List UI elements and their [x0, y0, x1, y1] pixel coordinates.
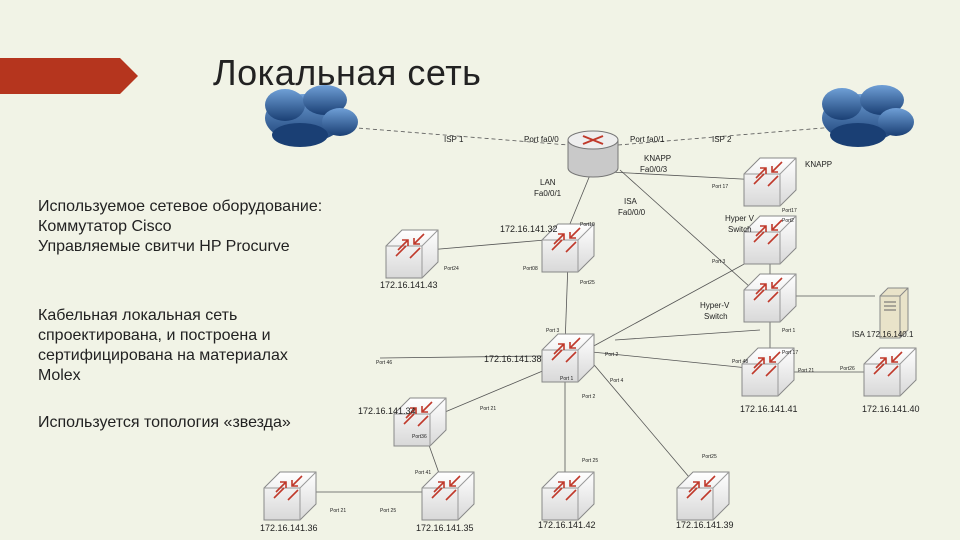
label-isp1: ISP 1 — [444, 135, 464, 144]
switch-icon-141-35 — [421, 471, 475, 521]
switch-icon-141-39 — [676, 471, 730, 521]
port-label: Port25 — [702, 454, 717, 460]
switch-icon-141-36 — [263, 471, 317, 521]
cabling-line-2: спроектирована, и построена и — [38, 327, 271, 344]
port-label: Port 17 — [782, 350, 798, 356]
ip-label: 172.16.141.41 — [740, 404, 798, 414]
title-accent-bar — [0, 58, 138, 94]
port-label: Port2 — [782, 218, 794, 224]
cabling-line-1: Кабельная локальная сеть — [38, 307, 238, 324]
ip-label: 172.16.141.32 — [500, 224, 558, 234]
label-hyperv1-2: Switch — [728, 225, 752, 234]
port-label: Port 2 — [605, 352, 619, 358]
label-port-fa00: Port fa0/0 — [524, 135, 559, 144]
label-knapp-fa03-1: KNAPP — [644, 154, 671, 163]
port-label: Port 1 — [782, 328, 796, 334]
switch-icon-141-38 — [541, 333, 595, 383]
label-isa-1: ISA — [624, 197, 638, 206]
port-label: Port08 — [523, 266, 538, 272]
label-hyperv2-1: Hyper-V — [700, 301, 730, 310]
topology-text: Используется топология «звезда» — [38, 414, 291, 431]
slide-title: Локальная сеть — [213, 52, 482, 93]
port-label: Port24 — [444, 266, 459, 272]
label-isa-server: ISA 172.16.140.1 — [852, 330, 914, 339]
cabling-line-4: Molex — [38, 367, 81, 384]
ip-label: 172.16.141.40 — [862, 404, 920, 414]
port-label: Port10 — [580, 222, 595, 228]
port-label: Port17 — [782, 208, 797, 214]
label-isa-2: Fa0/0/0 — [618, 208, 646, 217]
port-label: Port 46 — [376, 360, 392, 366]
equipment-line-hp: Управляемые свитчи HP Procurve — [38, 238, 290, 255]
port-label: Port 2 — [582, 394, 596, 400]
switch-icon-hyperv-2 — [743, 273, 797, 323]
ip-label: 172.16.141.35 — [416, 523, 474, 533]
switch-icon-knapp — [743, 157, 797, 207]
port-label: Port 48 — [732, 359, 748, 365]
label-hyperv2-2: Switch — [704, 312, 728, 321]
port-label: Port 1 — [560, 376, 574, 382]
cabling-block: Кабельная локальная сеть спроектирована,… — [38, 306, 368, 386]
label-knapp: KNAPP — [805, 160, 832, 169]
port-label: Port 25 — [582, 458, 598, 464]
isp1-cloud-icon — [265, 85, 358, 147]
label-isp2: ISP 2 — [712, 135, 732, 144]
port-label: Port 17 — [712, 184, 728, 190]
ip-label: 172.16.141.34 — [358, 406, 416, 416]
cabling-line-3: сертифицирована на материалах — [38, 347, 288, 364]
label-knapp-fa03-2: Fa0/0/3 — [640, 165, 668, 174]
port-label: Port26 — [840, 366, 855, 372]
port-label: Port 25 — [380, 508, 396, 514]
router-icon — [567, 130, 619, 178]
label-lan-2: Fa0/0/1 — [534, 189, 562, 198]
ip-label: 172.16.141.43 — [380, 280, 438, 290]
ip-label: 172.16.141.38 — [484, 354, 542, 364]
port-label: Port36 — [412, 434, 427, 440]
port-label: Port 4 — [610, 378, 624, 384]
equipment-line-cisco: Коммутатор Cisco — [38, 218, 172, 235]
label-port-fa01: Port fa0/1 — [630, 135, 665, 144]
port-label: Port 3 — [546, 328, 560, 334]
label-hyperv1-1: Hyper V — [725, 214, 755, 223]
port-label: Port 21 — [480, 406, 496, 412]
switch-icon-141-43 — [385, 229, 439, 279]
ip-label: 172.16.141.36 — [260, 523, 318, 533]
equipment-heading: Используемое сетевое оборудование: — [38, 198, 323, 215]
ip-label: 172.16.141.42 — [538, 520, 596, 530]
server-icon — [879, 287, 909, 339]
port-label: Port 21 — [330, 508, 346, 514]
label-lan-1: LAN — [540, 178, 556, 187]
equipment-block: Используемое сетевое оборудование: Комму… — [38, 197, 368, 257]
port-label: Port 21 — [798, 368, 814, 374]
port-label: Port 3 — [712, 259, 726, 265]
port-label: Port25 — [580, 280, 595, 286]
ip-label: 172.16.141.39 — [676, 520, 734, 530]
switch-icon-141-40 — [863, 347, 917, 397]
isp2-cloud-icon — [822, 85, 914, 147]
port-label: Port 41 — [415, 470, 431, 476]
switch-icon-141-42 — [541, 471, 595, 521]
